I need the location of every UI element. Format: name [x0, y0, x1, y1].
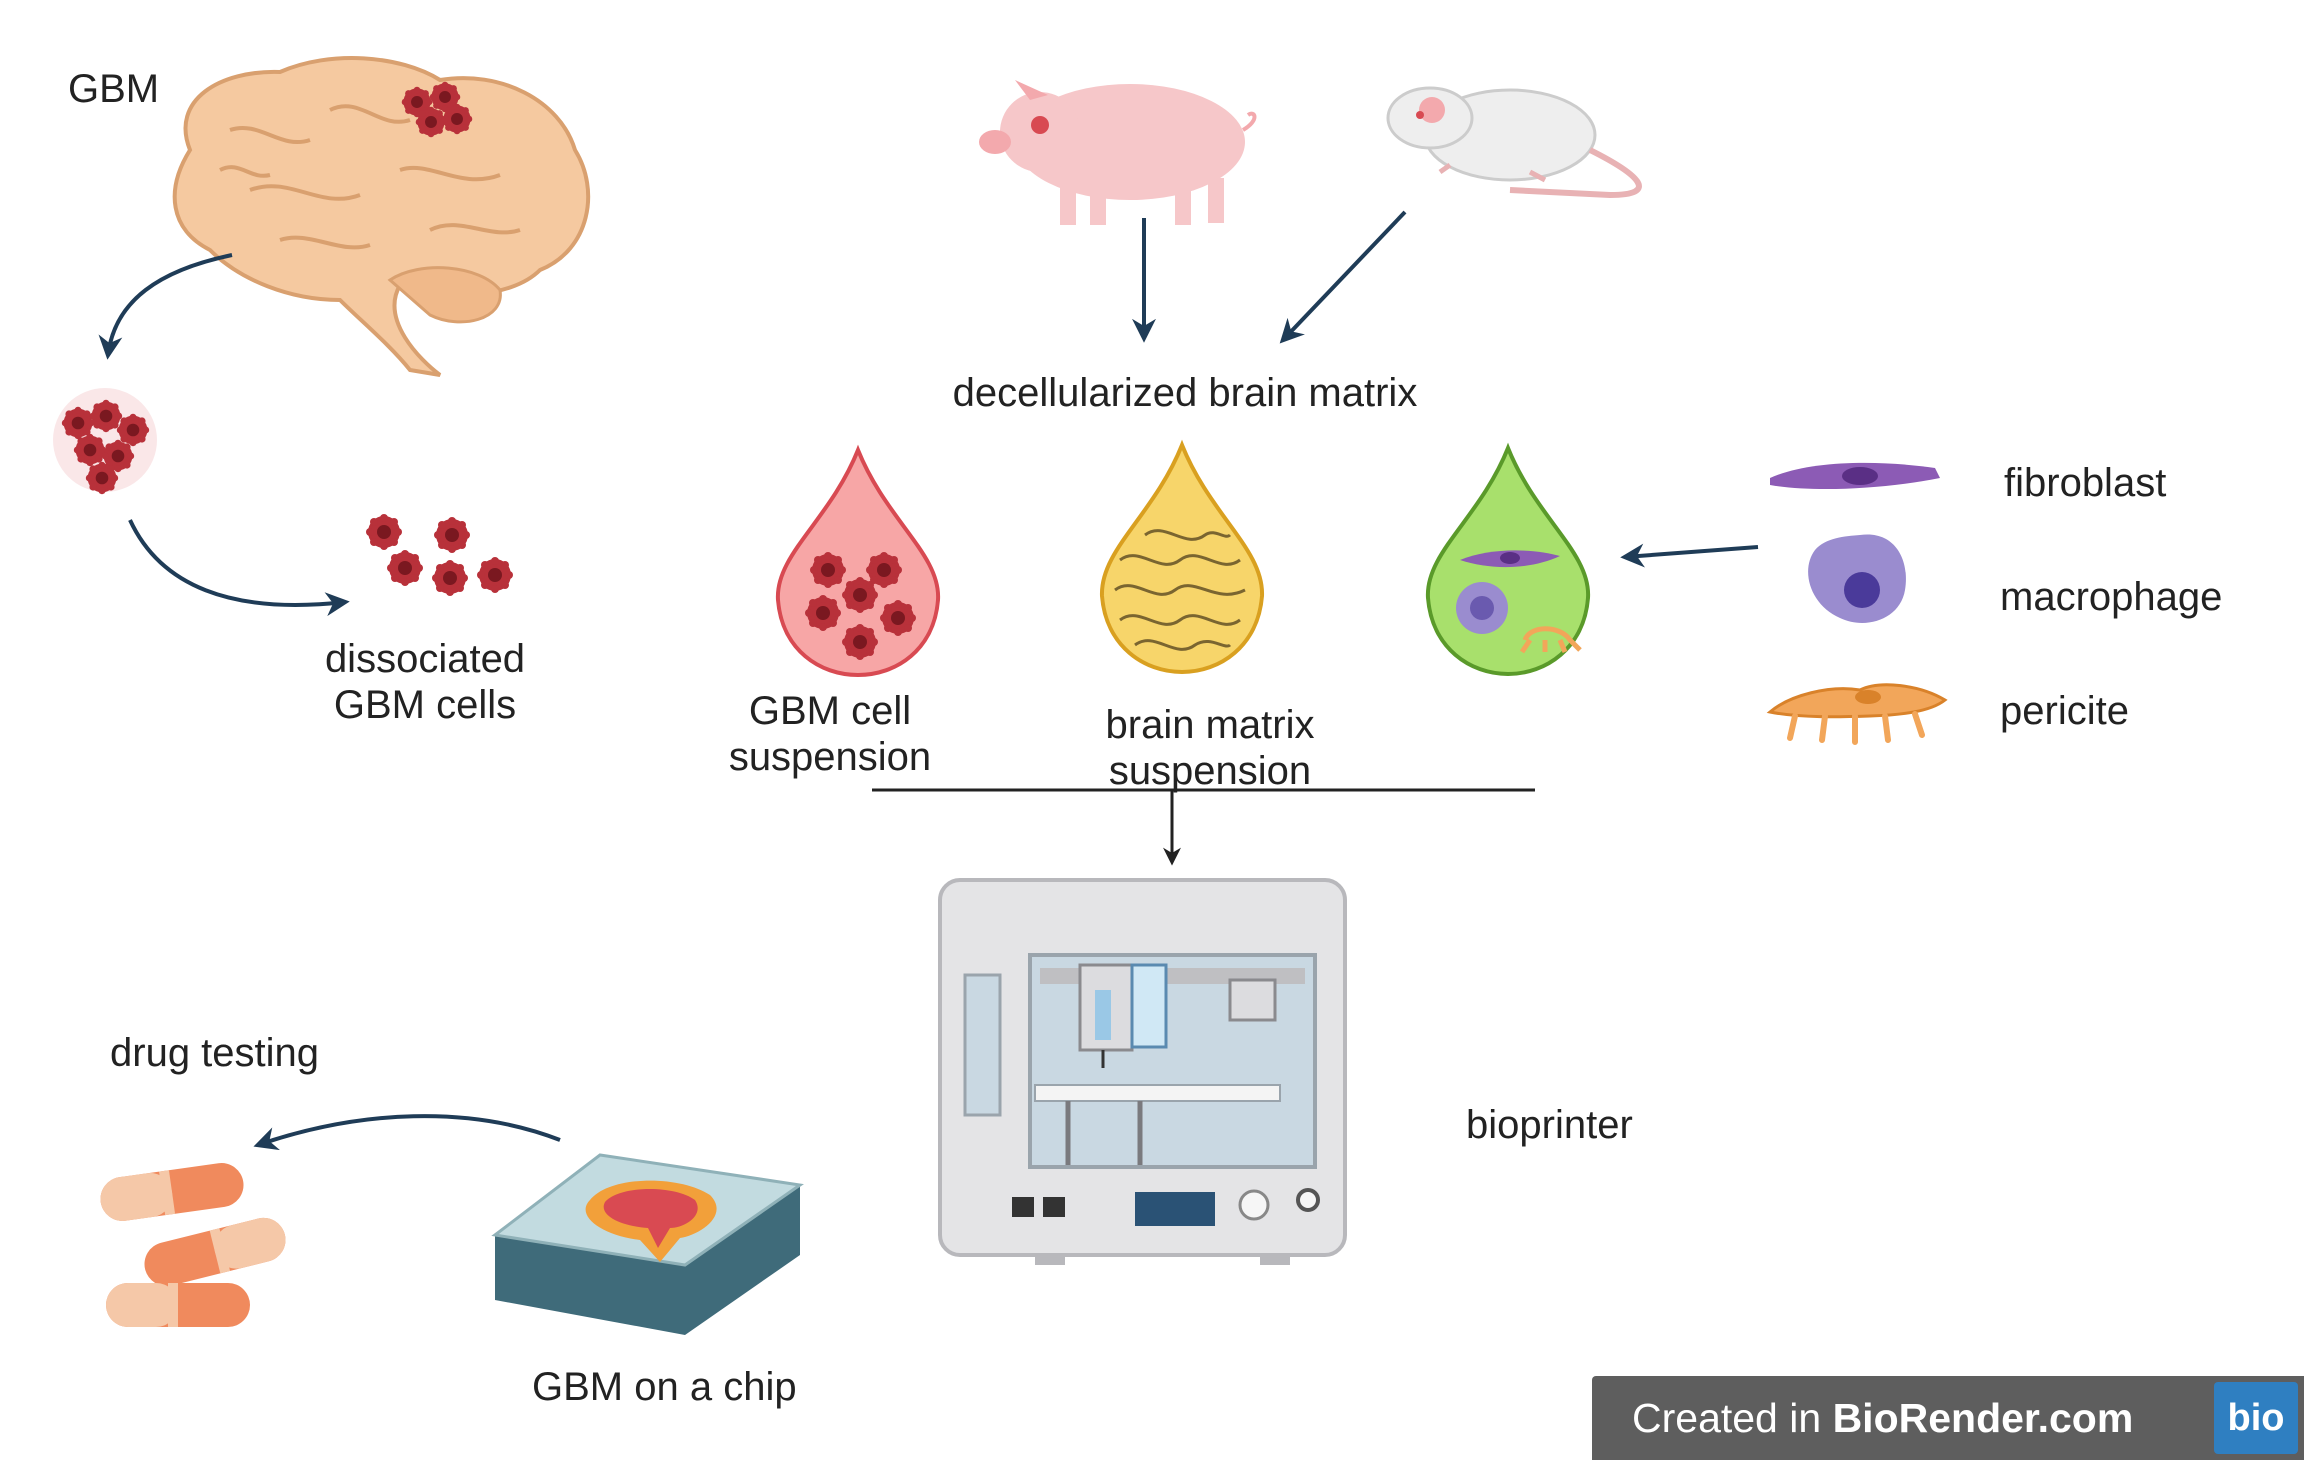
- fibroblast-label: fibroblast: [2004, 461, 2167, 505]
- arrow-icon: [1279, 210, 1407, 344]
- bioprinter-icon: [938, 878, 1347, 1265]
- dissociated-label: dissociated: [324, 637, 526, 681]
- pericite-label: pericite: [2000, 689, 2129, 733]
- decellularized-matrix-label: decellularized brain matrix: [952, 371, 1418, 415]
- bioprinter-label: bioprinter: [1466, 1103, 1633, 1147]
- chip-icon: [491, 1153, 804, 1335]
- tumor-cluster-icon: [53, 388, 157, 495]
- biorender-logo: bio: [2214, 1382, 2298, 1454]
- droplet-icon: [1099, 439, 1265, 675]
- brain-matrix-label: brain matrix: [1105, 703, 1315, 747]
- gbm-label: GBM: [68, 67, 160, 111]
- drug-testing-label: drug testing: [110, 1031, 320, 1075]
- arrow-icon: [253, 1114, 561, 1151]
- arrow-icon: [1620, 543, 1759, 568]
- fibroblast-icon: [1770, 462, 1940, 490]
- arrow-icon: [128, 519, 350, 617]
- brain-icon: [172, 56, 591, 377]
- tumor-cell-icon: [366, 514, 513, 596]
- pig-icon: [979, 80, 1257, 225]
- gbm-cell-label: GBM cell: [748, 689, 912, 733]
- suspension-label-1: suspension: [728, 735, 932, 779]
- pill-icon: [100, 1163, 286, 1327]
- watermark-prefix: Created in: [1632, 1395, 1833, 1441]
- droplet-icon: [1425, 442, 1591, 677]
- suspension-label-2: suspension: [1108, 749, 1312, 793]
- macrophage-icon: [1808, 534, 1906, 623]
- mouse-icon: [1386, 86, 1642, 199]
- macrophage-label: macrophage: [2000, 575, 2223, 619]
- gbm-on-chip-label: GBM on a chip: [532, 1365, 797, 1409]
- watermark-text: Created in BioRender.com: [1632, 1394, 2133, 1442]
- droplet-icon: [775, 444, 941, 678]
- arrow-icon: [98, 253, 233, 360]
- gbm-cells-label: GBM cells: [333, 683, 517, 727]
- biorender-watermark: Created in BioRender.com bio: [1592, 1376, 2304, 1460]
- watermark-brand: BioRender.com: [1832, 1395, 2134, 1441]
- pericite-icon: [1766, 683, 1948, 745]
